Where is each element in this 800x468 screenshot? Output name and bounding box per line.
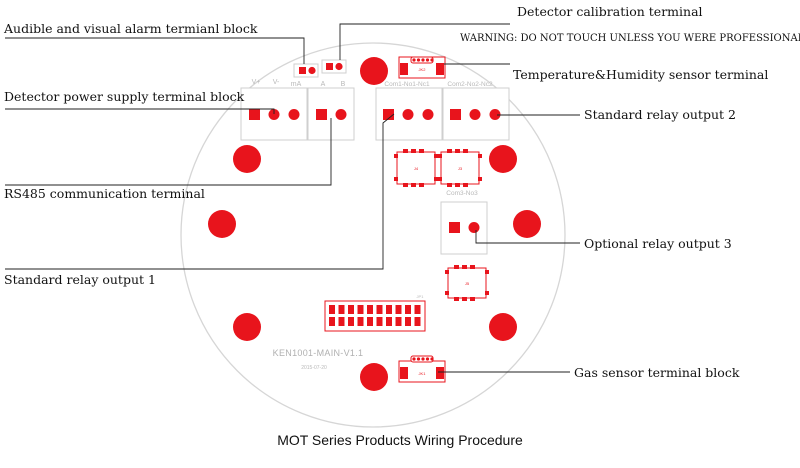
silk-ma: mA (291, 81, 302, 88)
label-gas: Gas sensor terminal block (574, 365, 740, 380)
header-pin (329, 317, 335, 326)
mounting-pad (208, 210, 236, 238)
leader-calibration (339, 23, 510, 60)
header-pin (386, 317, 392, 326)
header-pin (357, 317, 364, 326)
board-date: 2015-07-20 (301, 365, 327, 371)
relay-component-j3 (438, 149, 482, 187)
label-relay1: Standard relay output 1 (4, 272, 156, 287)
label-power: Detector power supply terminal block (4, 89, 245, 104)
header-pin (357, 305, 364, 314)
calibration-terminal (321, 59, 347, 74)
relay-component-j5 (445, 265, 489, 301)
mounting-pad (489, 145, 517, 173)
leader-relay1 (5, 113, 395, 270)
label-relay3: Optional relay output 3 (584, 236, 732, 251)
mounting-pad (233, 313, 261, 341)
label-relay2: Standard relay output 2 (584, 107, 736, 122)
header-pin (338, 305, 345, 314)
header-pin (395, 305, 402, 314)
header-pin (376, 305, 383, 314)
silk-a: A (321, 81, 326, 88)
relay-code-b-label: J3 (458, 166, 463, 171)
header-pin (367, 305, 373, 314)
relay-code-a-label: J4 (414, 166, 419, 171)
silk-relay3-pins: Com3-No3 (446, 190, 478, 197)
temp-humidity-connector: JK2 (398, 56, 446, 79)
relay-code-c-label: J5 (465, 281, 470, 286)
header-pin (376, 317, 383, 326)
header-pin (405, 305, 411, 314)
header-pin (414, 305, 421, 314)
cal-code-label: JK2 (419, 67, 427, 72)
label-alarm: Audible and visual alarm termianl block (3, 21, 258, 36)
mounting-pad (360, 363, 388, 391)
relay1-terminal-block (375, 87, 443, 141)
silk-b: B (341, 81, 346, 88)
mounting-pad (233, 145, 261, 173)
mounting-pad (360, 57, 388, 85)
silk-v-plus: V+ (252, 79, 261, 86)
label-rs485: RS485 communication terminal (4, 186, 205, 201)
header-pin (405, 317, 411, 326)
header-pin (414, 317, 421, 326)
silk-v-minus: V- (273, 79, 280, 86)
leader-relay3 (475, 230, 580, 244)
gas-sensor-connector: JK1 (398, 355, 446, 383)
label-warning: WARNING: DO NOT TOUCH UNLESS YOU WERE PR… (460, 33, 800, 44)
header-pin (329, 305, 335, 314)
label-temp-humidity: Temperature&Humidity sensor terminal (513, 67, 768, 82)
board-name: KEN1001-MAIN-V1.1 (273, 348, 364, 358)
pin-header (324, 300, 426, 332)
mounting-pad (489, 313, 517, 341)
mounting-pads (208, 57, 541, 391)
header-pin (338, 317, 345, 326)
header-pin (348, 305, 354, 314)
silk-relay2-pins: Com2-No2-Nc2 (447, 81, 493, 88)
header-pin (386, 305, 392, 314)
label-calibration: Detector calibration terminal (517, 4, 703, 19)
silk-relay1-pins: Com1-No1-Nc1 (384, 81, 430, 88)
mounting-pad (513, 210, 541, 238)
leader-power (5, 108, 275, 114)
header-pin (348, 317, 354, 326)
header-pin (367, 317, 373, 326)
leader-rs485 (5, 118, 332, 186)
header-code-label: JP1 (417, 294, 425, 299)
relay-component-j4 (394, 149, 438, 187)
gas-code-label: JK1 (419, 371, 427, 376)
header-pin (395, 317, 402, 326)
alarm-terminal (293, 63, 319, 78)
relay2-terminal-block (442, 87, 510, 141)
leader-alarm (5, 37, 305, 64)
relay3-terminal-block (440, 201, 488, 255)
figure-caption: MOT Series Products Wiring Procedure (277, 432, 523, 448)
